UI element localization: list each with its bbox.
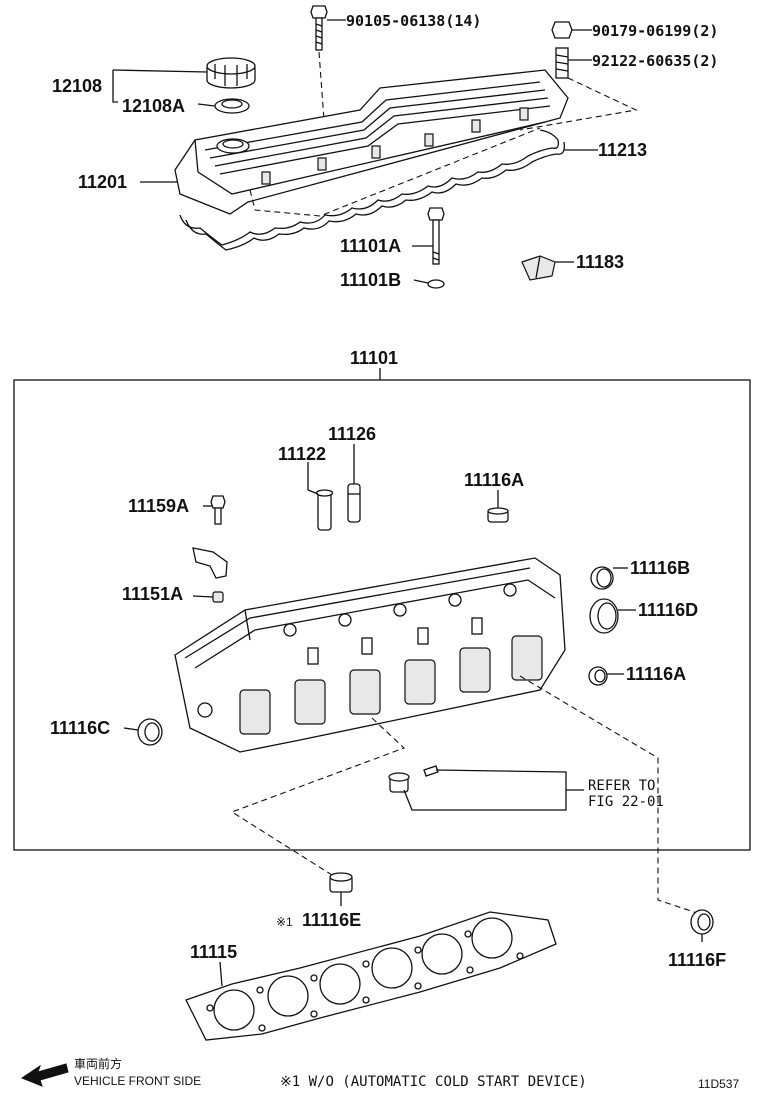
filler-cap-gasket-drawing — [214, 98, 250, 114]
leader-12108 — [112, 69, 208, 73]
label-11122: 11122 — [278, 444, 326, 464]
cover-bolt-drawing — [310, 5, 328, 51]
valve-cover-group — [112, 5, 638, 289]
plug-drawing-11151a — [212, 591, 224, 603]
label-11183: 11183 — [576, 252, 624, 272]
label-11159a: 11159A — [128, 496, 189, 516]
guide-cover — [249, 127, 541, 217]
cover-gasket-drawing — [179, 129, 560, 246]
leader-12108a — [197, 103, 216, 107]
plug-drawing-11116e — [329, 872, 353, 893]
oil-filler-cap-drawing — [206, 57, 256, 89]
bolt-drawing-11159a — [210, 495, 226, 525]
plug-drawing-11116b — [590, 566, 614, 590]
label-12108: 12108 — [52, 76, 102, 96]
leader-11101b — [413, 279, 429, 284]
head-bolt-washer-drawing — [427, 279, 445, 289]
label-11116d: 11116D — [638, 600, 698, 620]
label-11101a: 11101A — [340, 236, 401, 256]
cover-nut-drawing — [551, 21, 573, 39]
bracket-12108 — [112, 70, 118, 103]
cylinder-head-drawing — [174, 557, 566, 753]
label-11116e: 11116E — [302, 910, 361, 930]
plug-drawing-11116f — [690, 909, 714, 935]
bracket-drawing — [192, 547, 228, 579]
vehicle-front-arrow-icon — [20, 1063, 69, 1087]
guide-90105 — [318, 51, 325, 121]
vehicle-front-en: VEHICLE FRONT SIDE — [74, 1074, 201, 1088]
label-92122: 92122-60635(2) — [592, 52, 718, 70]
plug-drawing-11116a-side — [588, 666, 608, 686]
footnote: ※1 W/O (AUTOMATIC COLD START DEVICE) — [280, 1074, 587, 1090]
label-11201: 11201 — [78, 172, 127, 192]
leader-11115 — [219, 961, 223, 987]
label-11151a: 11151A — [122, 584, 183, 604]
figure-code: 11D537 — [698, 1077, 739, 1091]
rubber-plug-drawing — [521, 255, 556, 281]
head-bolt-drawing — [427, 207, 445, 265]
label-11116c: 11116C — [50, 718, 110, 738]
label-11116a-side: 11116A — [626, 664, 686, 684]
plug-drawing-11116c — [137, 718, 163, 746]
label-11213: 11213 — [598, 140, 647, 160]
label-90105: 90105-06138(14) — [346, 12, 481, 30]
guide-11116e — [230, 717, 406, 881]
label-11116a-top: 11116A — [464, 470, 524, 490]
cover-stud-drawing — [555, 47, 569, 79]
guide-92122 — [519, 77, 638, 131]
label-90179: 90179-06199(2) — [592, 22, 718, 40]
label-11116e-mark: ※1 — [276, 915, 293, 929]
head-gasket-drawing — [185, 911, 557, 1041]
label-11115: 11115 — [190, 942, 237, 962]
label-11126: 11126 — [328, 424, 376, 444]
label-11101: 11101 — [350, 348, 398, 368]
bracket-refer — [403, 769, 567, 811]
plug-drawing-11116a-top — [487, 507, 509, 523]
label-refer-fig: FIG 22-01 — [588, 794, 664, 810]
valve-guide-drawing-11122 — [315, 489, 334, 531]
label-11116f: 11116F — [668, 950, 726, 970]
guide-11116f — [519, 675, 701, 915]
label-12108a: 12108A — [122, 96, 185, 116]
drain-plug-drawing — [388, 765, 439, 793]
cylinder-head-sub-assembly-box — [13, 379, 751, 851]
label-11116b: 11116B — [630, 558, 690, 578]
plug-drawing-11116d — [589, 598, 619, 634]
leader-11116c — [123, 727, 139, 731]
cylinder-head-group — [123, 444, 636, 811]
valve-guide-drawing-11126 — [347, 483, 361, 523]
leader-11151a — [192, 595, 214, 598]
label-11101b: 11101B — [340, 270, 401, 290]
valve-cover-drawing — [174, 69, 569, 215]
label-refer-to: REFER TO — [588, 778, 655, 794]
vehicle-front-jp: 車両前方 — [74, 1056, 122, 1071]
